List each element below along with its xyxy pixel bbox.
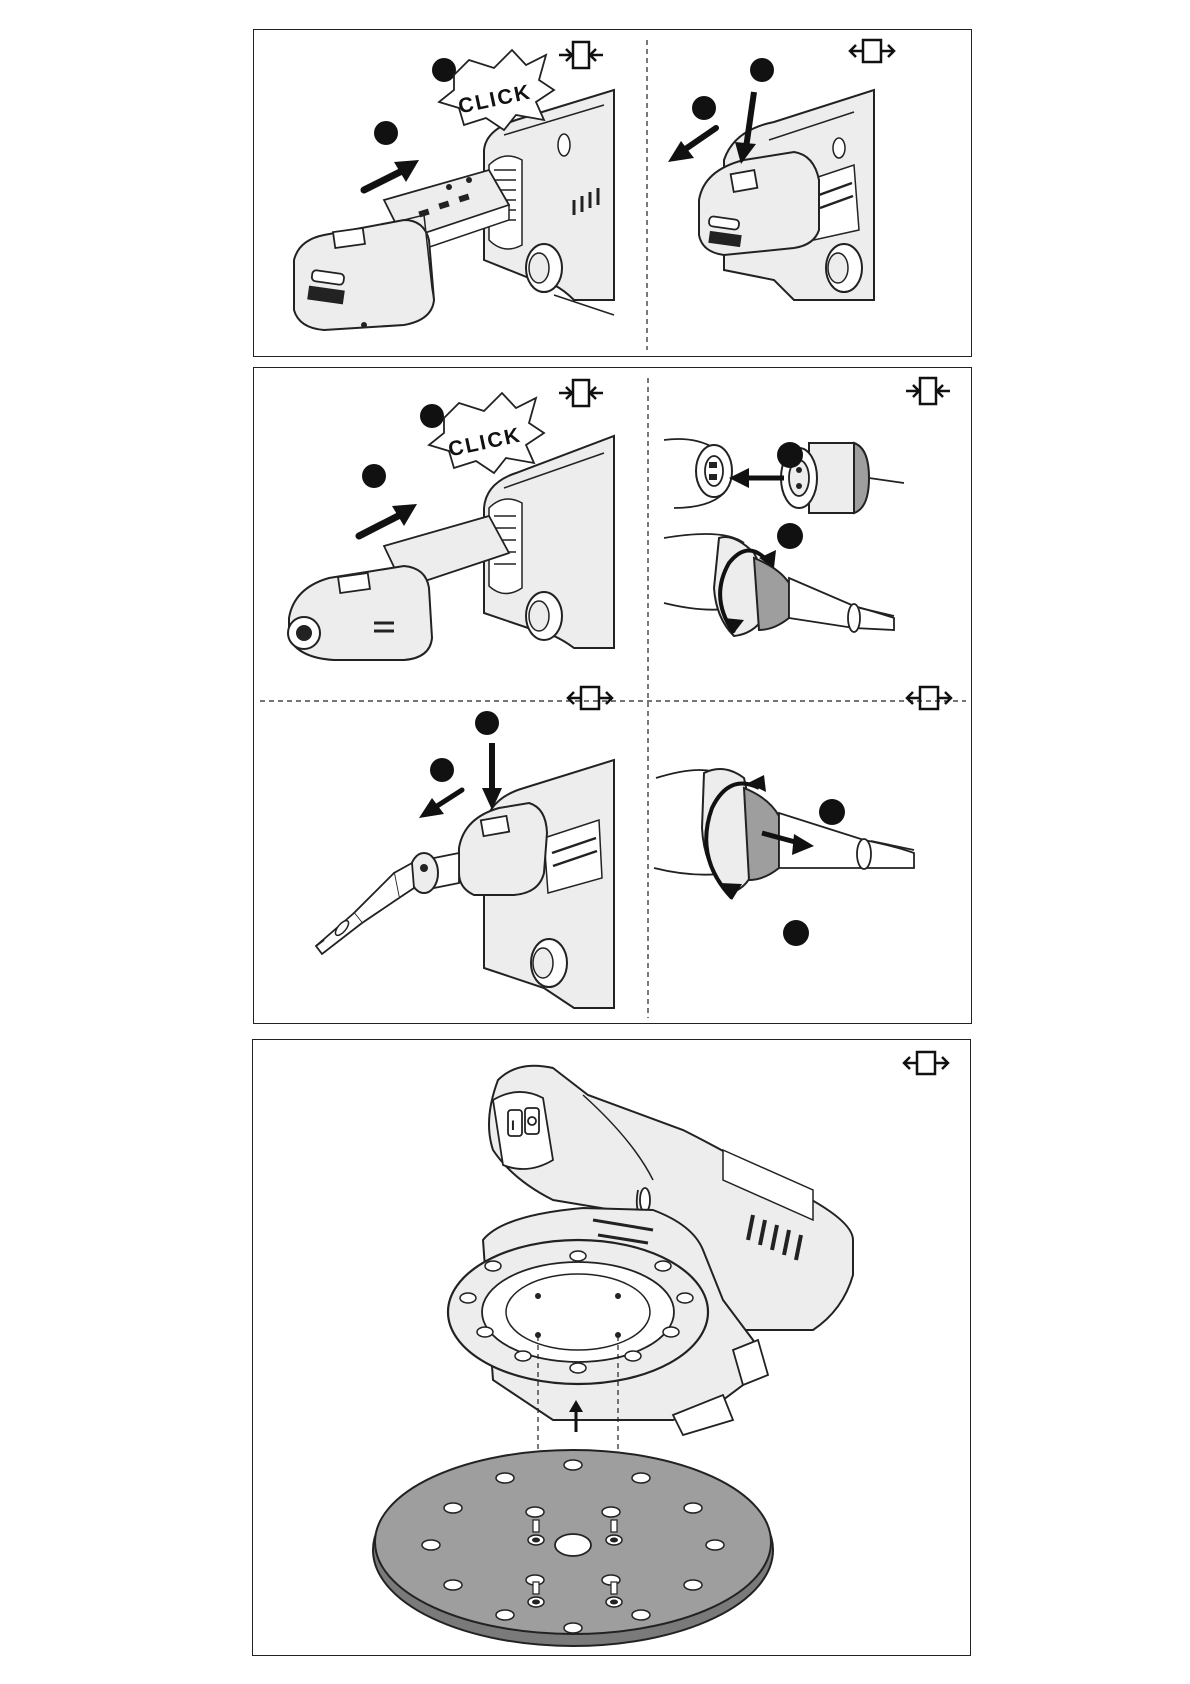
- figure-frame-battery: CLICK: [253, 29, 972, 357]
- arrows-pointing-inward-icon: [906, 378, 950, 404]
- arrows-pointing-outward-icon: [850, 40, 894, 62]
- cable-adapter-figures: CLICK: [254, 368, 973, 1025]
- step-marker: [420, 404, 444, 428]
- panel-cable-plug-disconnect: [654, 687, 951, 946]
- sanding-pad-illustration: [373, 1450, 773, 1646]
- remove-direction-arrow: [419, 790, 462, 818]
- arrows-pointing-outward-icon: [568, 687, 612, 709]
- figure-frame-sanding-pad: I: [252, 1039, 971, 1656]
- arrows-pointing-inward-icon: [559, 42, 603, 68]
- svg-text:I: I: [511, 1117, 515, 1133]
- arrows-pointing-outward-icon: [907, 687, 951, 709]
- battery-figures: CLICK: [254, 30, 973, 358]
- step-marker: [374, 121, 398, 145]
- click-burst: CLICK: [429, 393, 544, 473]
- step-marker: [362, 464, 386, 488]
- pad-mount-ring: [448, 1240, 708, 1384]
- remove-direction-arrow: [668, 128, 716, 162]
- insert-direction-arrow: [364, 160, 419, 190]
- arrows-pointing-inward-icon: [559, 380, 603, 406]
- panel-cable-plug-connect: [664, 378, 950, 636]
- step-marker: [430, 758, 454, 782]
- step-marker: [692, 96, 716, 120]
- step-marker: [777, 523, 803, 549]
- step-marker: [475, 711, 499, 735]
- panel-battery-insert: CLICK: [294, 42, 614, 330]
- panel-cable-adapter-remove: [316, 687, 614, 1008]
- step-marker: [432, 58, 456, 82]
- step-marker: [819, 799, 845, 825]
- panel-battery-remove: [668, 40, 894, 300]
- click-burst: CLICK: [439, 50, 554, 130]
- panel-cable-adapter-insert: CLICK: [288, 380, 614, 660]
- arrows-pointing-outward-icon: [904, 1052, 948, 1074]
- step-marker: [783, 920, 809, 946]
- insert-direction-arrow: [359, 504, 417, 536]
- step-marker: [777, 442, 803, 468]
- step-marker: [750, 58, 774, 82]
- plug-direction-arrow: [729, 468, 784, 488]
- battery-pack-illustration: [294, 170, 509, 330]
- sanding-pad-figure: I: [253, 1040, 972, 1657]
- figure-frame-cable-adapter: CLICK: [253, 367, 972, 1024]
